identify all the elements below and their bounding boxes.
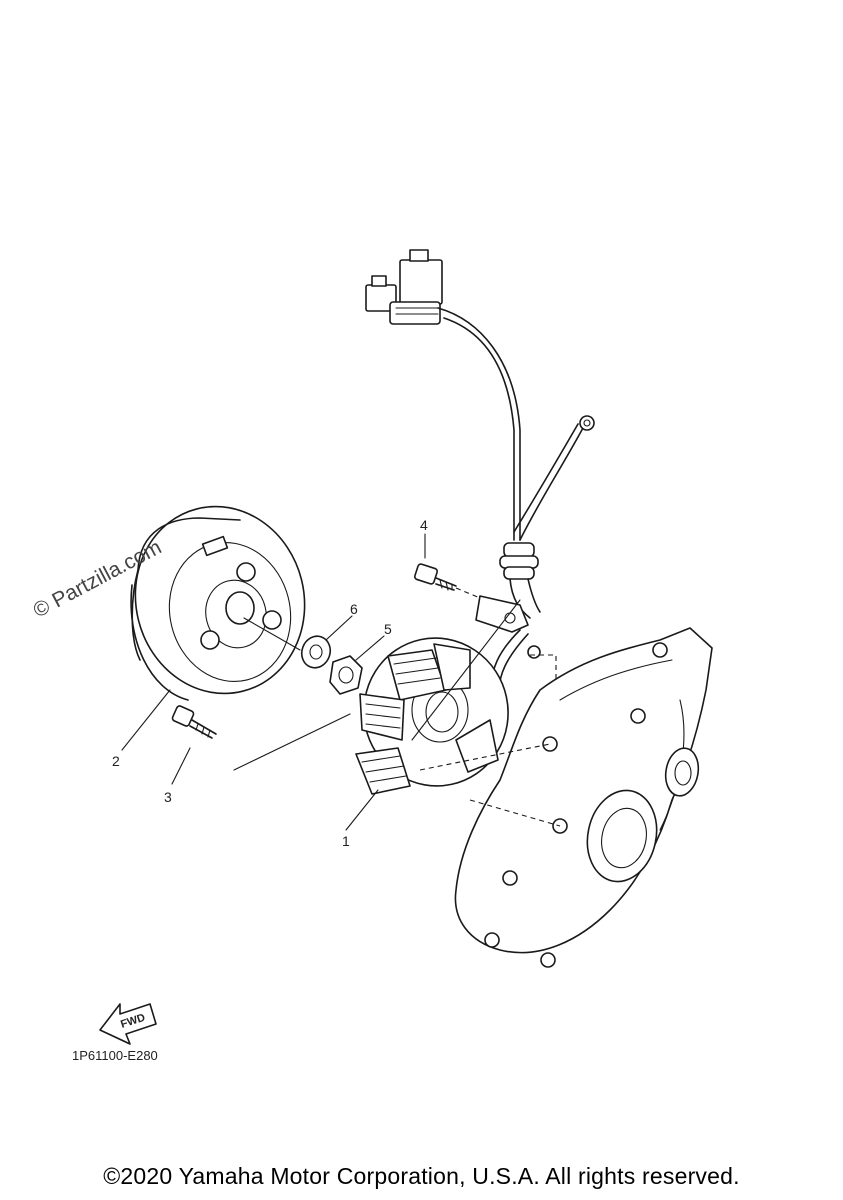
callout-5: 5 [384,621,392,637]
leader-line-1 [345,789,379,831]
washer[interactable] [297,632,334,672]
fwd-arrow-icon: FWD [99,1003,157,1045]
callout-4: 4 [420,517,428,533]
copyright-notice: ©2020 Yamaha Motor Corporation, U.S.A. A… [103,1163,740,1189]
callout-3: 3 [164,789,172,805]
leader-line-3 [171,747,191,785]
generator-exploded-diagram: 1 2 3 4 5 6 © Partzilla.com FWD 1P61100-… [30,249,713,1063]
callout-6: 6 [350,601,358,617]
leader-line-2 [121,689,171,751]
callout-1: 1 [342,833,350,849]
bolt-4[interactable] [413,563,481,599]
stator-coil[interactable] [350,599,522,799]
bolt-3[interactable] [171,705,351,771]
flywheel-rotor[interactable] [116,488,324,711]
crankcase-cover[interactable] [419,627,713,968]
leader-line-6 [325,615,353,641]
nut[interactable] [329,655,363,695]
diagram-code: 1P61100-E280 [72,1048,158,1063]
leader-line-5 [355,635,385,661]
wire-harness[interactable] [365,249,595,699]
callout-2: 2 [112,753,120,769]
